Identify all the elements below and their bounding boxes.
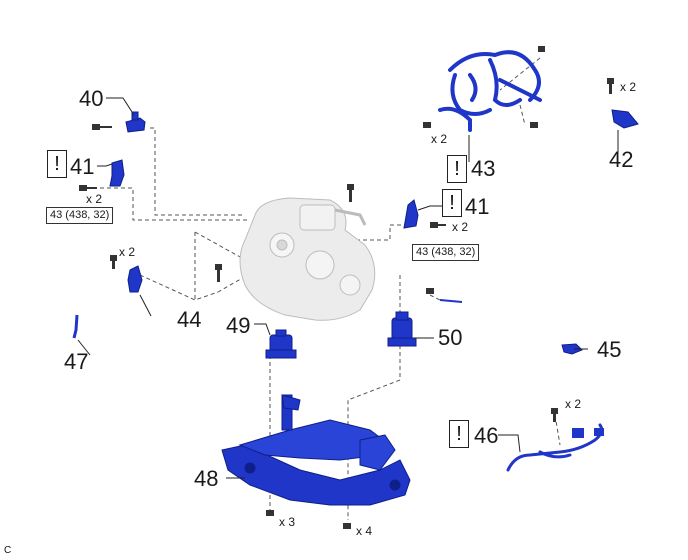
part-41-left-bracket — [109, 159, 125, 187]
bolt-engine-top — [347, 184, 354, 202]
connector-40 — [150, 127, 245, 216]
bolt-41-left — [79, 185, 97, 191]
connector-46 — [554, 414, 561, 446]
warning-icon: ! — [47, 150, 67, 178]
part-46-harness — [506, 423, 604, 472]
connector-50-top — [429, 294, 441, 301]
torque-spec-left: 43 (438, 32) — [46, 207, 114, 224]
connector-41-left — [100, 187, 250, 221]
quantity-43: x 2 — [431, 132, 448, 146]
connector-44-top — [194, 231, 262, 293]
warning-icon: ! — [449, 420, 469, 448]
part-43-harness — [438, 50, 542, 132]
connector-41-right — [330, 224, 415, 241]
nuts-48 — [266, 510, 351, 529]
quantity-48-a: x 3 — [279, 515, 296, 529]
part-44-bracket — [127, 265, 143, 293]
warning-icon: ! — [442, 189, 462, 217]
quantity-42: x 2 — [620, 80, 637, 94]
part-50-mount — [387, 311, 417, 347]
bolt-40 — [92, 124, 112, 130]
callout-42: 42 — [609, 147, 634, 172]
part-47 — [72, 314, 79, 339]
connector-44 — [139, 274, 219, 301]
callout-50: 50 — [438, 325, 463, 350]
quantity-41-right: x 2 — [452, 220, 469, 234]
quantity-41-left: x 2 — [86, 192, 103, 206]
callout-45: 45 — [597, 337, 622, 362]
bolt-engine-left — [215, 264, 222, 282]
bolt-42 — [607, 78, 614, 94]
warning-icon: ! — [447, 155, 467, 183]
quantity-46: x 2 — [565, 397, 582, 411]
callout-41-right: 41 — [465, 194, 490, 219]
part-45 — [561, 343, 583, 355]
quantity-48-b: x 4 — [356, 524, 373, 538]
connector-43b — [519, 104, 526, 126]
part-46-connector — [572, 428, 604, 438]
callout-46: 46 — [474, 423, 499, 448]
callout-41-left: 41 — [70, 154, 95, 179]
torque-spec-right: 43 (438, 32) — [412, 244, 480, 261]
part-40-bracket — [125, 111, 146, 133]
bolt-46 — [551, 408, 558, 422]
bolt-50 — [426, 288, 434, 294]
callout-44: 44 — [177, 307, 202, 332]
callout-49: 49 — [226, 313, 251, 338]
part-41-right-bracket — [403, 199, 419, 229]
callout-43: 43 — [471, 156, 496, 181]
quantity-44: x 2 — [119, 245, 136, 259]
part-42-cover — [611, 109, 639, 129]
bolt-41-right — [430, 222, 446, 228]
callout-48: 48 — [194, 466, 219, 491]
bolts-43 — [423, 46, 545, 128]
part-48-subframe — [221, 394, 411, 506]
callout-47: 47 — [64, 349, 89, 374]
leader-lines — [77, 97, 619, 479]
bolt-44 — [110, 255, 117, 269]
engine-assembly — [239, 197, 376, 321]
figure-reference: C — [4, 545, 12, 556]
part-50-link — [439, 299, 463, 303]
part-49-mount — [265, 329, 297, 359]
callout-40: 40 — [79, 86, 104, 111]
